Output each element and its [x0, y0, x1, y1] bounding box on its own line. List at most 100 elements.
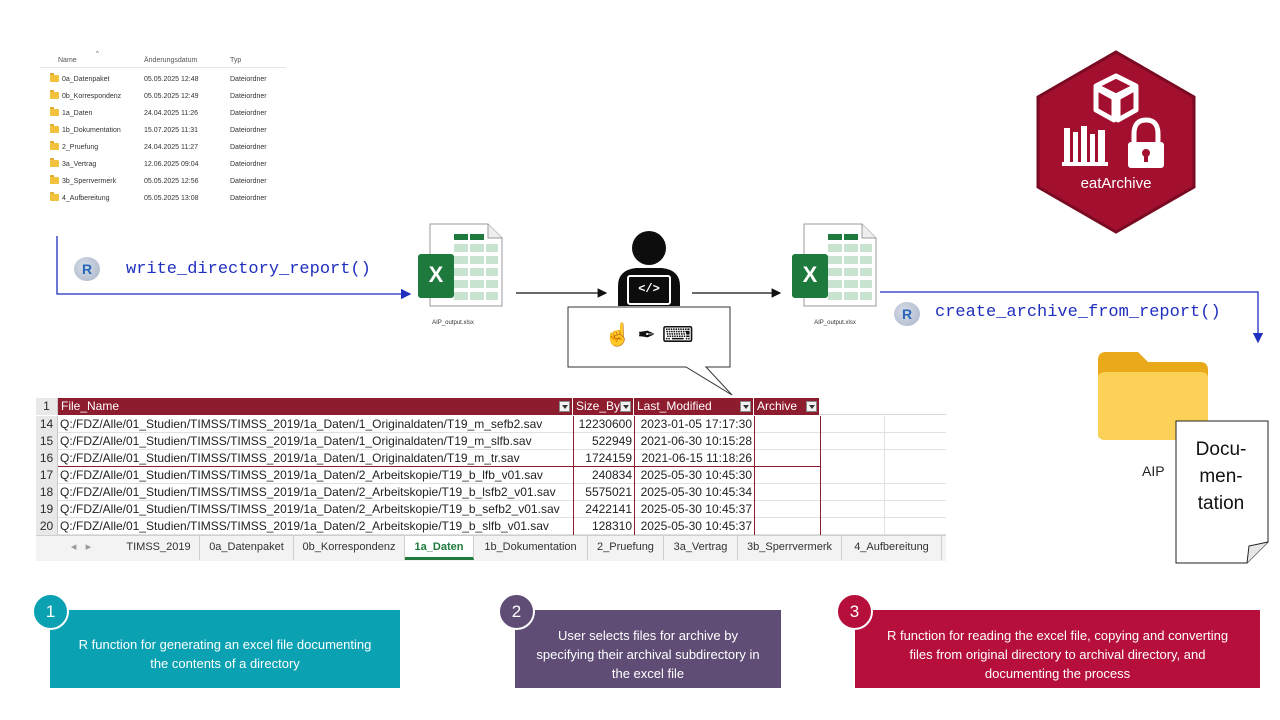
step-1-box: R function for generating an excel file …: [50, 610, 400, 688]
row-number[interactable]: 19: [36, 501, 58, 518]
row-number[interactable]: 14: [36, 416, 58, 433]
header-size[interactable]: Size_Byt: [573, 398, 634, 415]
row-number[interactable]: 18: [36, 484, 58, 501]
eatarchive-label: eatArchive: [1080, 175, 1152, 192]
row-number[interactable]: 15: [36, 433, 58, 450]
tab-sperrvermerk[interactable]: 3b_Sperrvermerk: [738, 536, 842, 560]
cell-size[interactable]: 2422141: [585, 502, 632, 516]
user-at-laptop-icon: </>: [612, 230, 686, 306]
folder-type: Dateiordner: [230, 178, 267, 185]
cell-modified[interactable]: 2025-05-30 10:45:30: [640, 468, 752, 482]
tab-scroll-arrows[interactable]: ◂ ▸: [70, 541, 92, 553]
row-number[interactable]: 1: [36, 398, 58, 415]
column-date[interactable]: Änderungsdatum: [144, 57, 198, 64]
cell-file-name[interactable]: Q:/FDZ/Alle/01_Studien/TIMSS/TIMSS_2019/…: [60, 417, 543, 431]
folder-icon: [50, 141, 59, 150]
folder-date: 15.07.2025 11:31: [144, 127, 198, 134]
tab-vertrag[interactable]: 3a_Vertrag: [664, 536, 738, 560]
cell-file-name[interactable]: Q:/FDZ/Alle/01_Studien/TIMSS/TIMSS_2019/…: [60, 502, 560, 516]
table-row[interactable]: 18 Q:/FDZ/Alle/01_Studien/TIMSS/TIMSS_20…: [36, 484, 946, 501]
doc-line: tation: [1197, 493, 1245, 514]
action-icons: ☝✒⌨: [604, 322, 700, 348]
tab-daten[interactable]: 1a_Daten: [405, 536, 474, 560]
cell-modified[interactable]: 2025-05-30 10:45:34: [640, 485, 752, 499]
tab-aufbereitung[interactable]: 4_Aufbereitung: [842, 536, 942, 560]
row-number[interactable]: 16: [36, 450, 58, 467]
folder-icon: [50, 175, 59, 184]
cell-file-name[interactable]: Q:/FDZ/Alle/01_Studien/TIMSS/TIMSS_2019/…: [60, 451, 520, 465]
cell-modified[interactable]: 2025-05-30 10:45:37: [640, 519, 752, 533]
folder-name: 3b_Sperrvermerk: [62, 178, 117, 185]
column-type[interactable]: Typ: [230, 57, 242, 64]
cell-size[interactable]: 128310: [591, 519, 632, 533]
step-1-text: R function for generating an excel file …: [78, 637, 372, 671]
cell-modified[interactable]: 2023-01-05 17:17:30: [640, 417, 752, 431]
box-icon: [1093, 73, 1139, 123]
cell-file-name[interactable]: Q:/FDZ/Alle/01_Studien/TIMSS/TIMSS_2019/…: [60, 468, 543, 482]
cell-file-name[interactable]: Q:/FDZ/Alle/01_Studien/TIMSS/TIMSS_2019/…: [60, 434, 532, 448]
tab-pruefung[interactable]: 2_Pruefung: [588, 536, 664, 560]
table-row[interactable]: 16 Q:/FDZ/Alle/01_Studien/TIMSS/TIMSS_20…: [36, 450, 946, 467]
aip-folder-label: AIP: [1142, 463, 1165, 479]
tab-dokumentation[interactable]: 1b_Dokumentation: [474, 536, 588, 560]
header-last-modified[interactable]: Last_Modified: [634, 398, 754, 415]
folder-name: 0b_Korrespondenz: [62, 93, 122, 100]
row-number[interactable]: 20: [36, 518, 58, 535]
table-row[interactable]: 20 Q:/FDZ/Alle/01_Studien/TIMSS/TIMSS_20…: [36, 518, 946, 535]
filter-dropdown-icon[interactable]: [620, 401, 631, 412]
column-name[interactable]: Name: [58, 57, 77, 64]
excel-file-icon: X: [416, 222, 506, 308]
documentation-note: Docu- men- tation: [1175, 420, 1267, 562]
table-row[interactable]: 15 Q:/FDZ/Alle/01_Studien/TIMSS/TIMSS_20…: [36, 433, 946, 450]
folder-date: 05.05.2025 12:48: [144, 76, 199, 83]
cell-size[interactable]: 5575021: [585, 485, 632, 499]
tab-datenpaket[interactable]: 0a_Datenpaket: [200, 536, 294, 560]
folder-icon: [50, 90, 59, 99]
folder-icon: [50, 73, 59, 82]
write-directory-report-label: write_directory_report(): [126, 260, 371, 279]
row-number[interactable]: 17: [36, 467, 58, 484]
cell-size[interactable]: 1724159: [585, 451, 632, 465]
table-row[interactable]: 17 Q:/FDZ/Alle/01_Studien/TIMSS/TIMSS_20…: [36, 467, 946, 484]
folder-name: 1b_Dokumentation: [62, 127, 121, 134]
cell-file-name[interactable]: Q:/FDZ/Alle/01_Studien/TIMSS/TIMSS_2019/…: [60, 485, 556, 499]
output-file-name: AIP_output.xlsx: [814, 320, 856, 326]
cell-modified[interactable]: 2021-06-15 11:18:26: [641, 451, 752, 465]
cell-size[interactable]: 240834: [591, 468, 632, 482]
books-icon: [1062, 126, 1108, 166]
header-file-name[interactable]: File_Name: [58, 398, 573, 415]
filter-dropdown-icon[interactable]: [559, 401, 570, 412]
cell-modified[interactable]: 2021-06-30 10:15:28: [640, 434, 752, 448]
cell-file-name[interactable]: Q:/FDZ/Alle/01_Studien/TIMSS/TIMSS_2019/…: [60, 519, 549, 533]
tab-korrespondenz[interactable]: 0b_Korrespondenz: [294, 536, 405, 560]
folder-type: Dateiordner: [230, 161, 267, 168]
header-archive[interactable]: Archive: [754, 398, 820, 415]
step-3-number: 3: [836, 593, 873, 630]
r-logo-icon: R: [74, 257, 100, 281]
folder-type: Dateiordner: [230, 93, 267, 100]
cell-size[interactable]: 522949: [591, 434, 632, 448]
folder-icon: [50, 107, 59, 116]
step-1-number: 1: [32, 593, 69, 630]
step-2-number: 2: [498, 593, 535, 630]
arrow-excel-to-archive: [880, 291, 1264, 344]
tab-timss-2019[interactable]: TIMSS_2019: [118, 536, 200, 560]
filter-dropdown-icon[interactable]: [806, 401, 817, 412]
folder-name: 0a_Datenpaket: [62, 76, 110, 83]
header-row: 1 File_Name Size_Byt Last_Modified Archi…: [36, 398, 946, 415]
table-row[interactable]: 19 Q:/FDZ/Alle/01_Studien/TIMSS/TIMSS_20…: [36, 501, 946, 518]
cell-size[interactable]: 12230600: [578, 417, 632, 431]
table-row[interactable]: 14 Q:/FDZ/Alle/01_Studien/TIMSS/TIMSS_20…: [36, 416, 946, 433]
cell-modified[interactable]: 2025-05-30 10:45:37: [640, 502, 752, 516]
folder-icon: [50, 192, 59, 201]
filter-dropdown-icon[interactable]: [740, 401, 751, 412]
